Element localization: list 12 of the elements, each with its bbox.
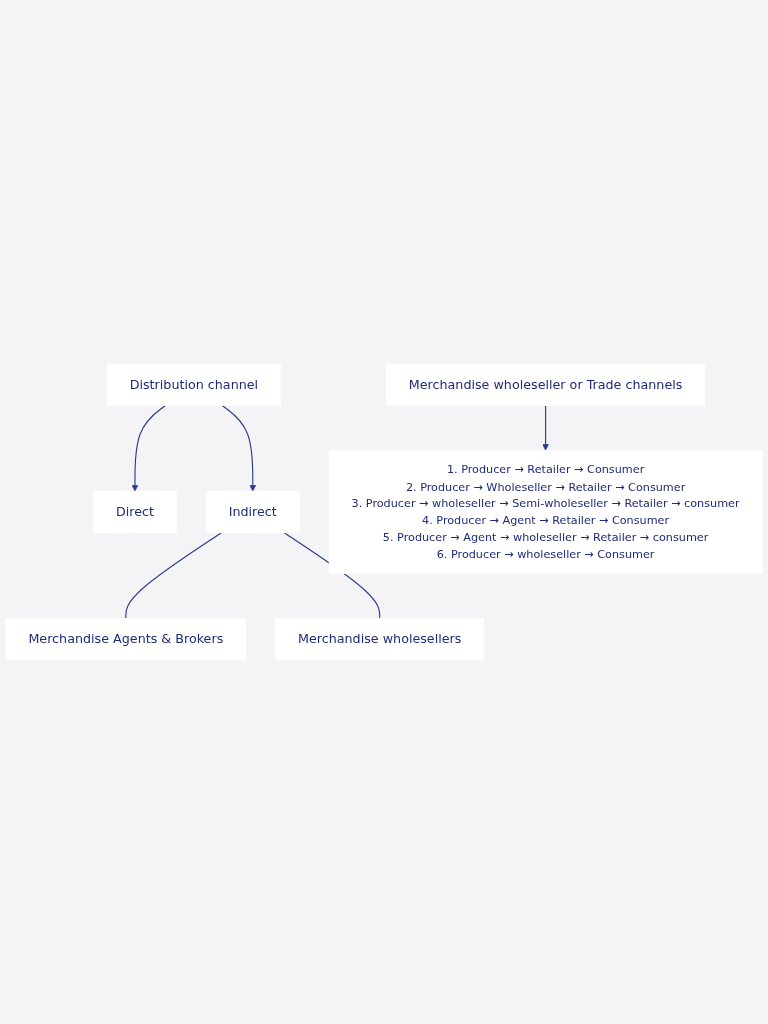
node-box: Merchandise wholesellers [275,618,485,661]
arrow [221,404,257,492]
node-box: Distribution channel [106,363,281,406]
node-box: Indirect [205,490,300,534]
connector [125,532,223,620]
arrow [542,404,549,451]
node-box: Direct [93,490,177,534]
connector [283,532,381,620]
node-box: Merchandise wholeseller or Trade channels [386,363,706,406]
node-box: Merchandise Agents & Brokers [5,618,247,661]
node-box: 1. Producer → Retailer → Consumer 2. Producer → Wholeseller → Retailer → Consumer 3. Producer → wholeseller → Semi-wholeseller → Retailer → consumer 4. Producer → Agent → Retailer → Consumer 5. Producer → Agent → wholeseller → Retailer → consumer 6. Producer → wholeseller → Consumer [328,449,763,575]
arrow [131,404,167,492]
